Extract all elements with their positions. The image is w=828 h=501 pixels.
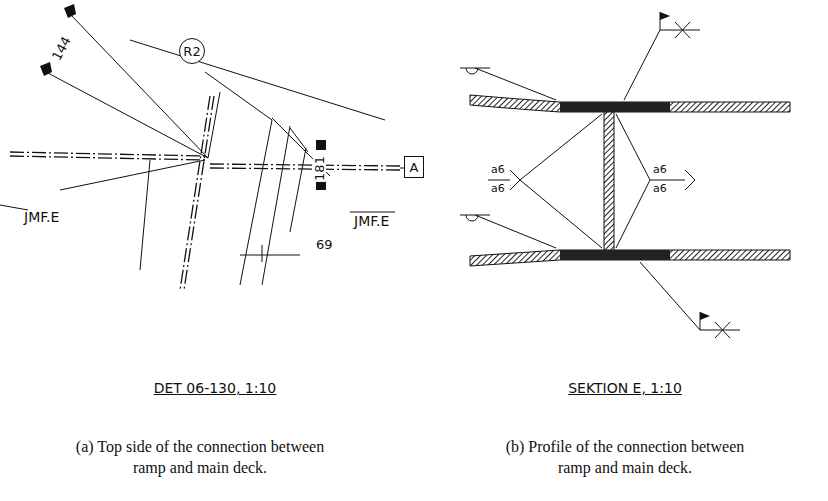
section-profile: [470, 95, 790, 266]
weld-seam-lines: [10, 96, 400, 290]
subcaption: (b) Profile of the connection between ra…: [500, 436, 750, 478]
reference-text: R2: [183, 44, 200, 59]
reference-circle: R2: [179, 38, 205, 64]
subcaption: (a) Top side of the connection between r…: [75, 436, 325, 478]
view-title: DET 06-130, 1:10: [154, 380, 277, 396]
dimension: 69: [316, 238, 333, 251]
detail-lines: [0, 14, 408, 285]
frame-reference: JMF.E: [354, 214, 389, 228]
reference-text: A: [410, 160, 419, 175]
weld-size: a6: [653, 164, 667, 175]
weld-size: a6: [491, 164, 505, 175]
weld-size: a6: [491, 183, 505, 194]
dimension: 181: [313, 155, 326, 182]
dimension: 144: [49, 34, 73, 64]
view-title: SEKTION E, 1:10: [568, 380, 682, 396]
frame-reference: JMF.E: [24, 210, 59, 224]
reference-box: A: [404, 156, 424, 178]
flags: [660, 12, 710, 320]
weld-leaders: [460, 12, 740, 338]
flag-arrowheads: [40, 4, 326, 190]
weld-size: a6: [653, 183, 667, 194]
